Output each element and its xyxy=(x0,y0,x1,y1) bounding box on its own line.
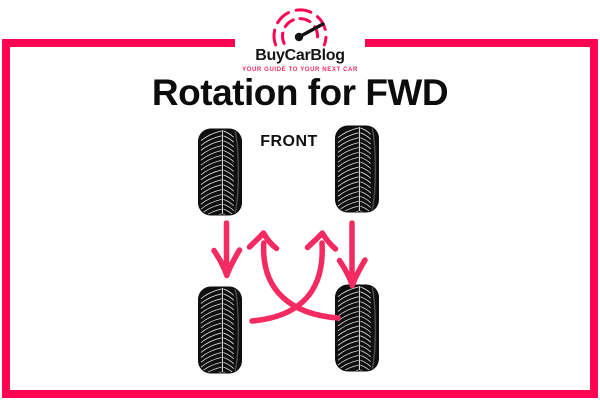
logo-name: BuyCarBlog xyxy=(255,47,345,64)
arrow-rear-left-to-front-right xyxy=(249,230,339,324)
tire-front-left xyxy=(198,128,242,223)
front-label: FRONT xyxy=(260,133,318,150)
gauge-hub xyxy=(294,32,304,42)
tire-rear-left xyxy=(198,286,242,381)
speedometer-icon xyxy=(272,8,328,47)
arrow-rear-right-to-front-left xyxy=(246,230,341,321)
tire-rear-right xyxy=(335,284,379,379)
logo-tagline: YOUR GUIDE TO YOUR NEXT CAR xyxy=(242,66,358,73)
poster-title: Rotation for FWD xyxy=(151,72,449,113)
arrow-front-right-to-rear-right xyxy=(336,220,368,289)
tire-front-right xyxy=(335,125,379,220)
arrow-front-left-to-rear-left xyxy=(211,220,243,279)
gauge-needle xyxy=(297,22,325,39)
logo: BuyCarBlog YOUR GUIDE TO YOUR NEXT CAR xyxy=(235,0,365,76)
